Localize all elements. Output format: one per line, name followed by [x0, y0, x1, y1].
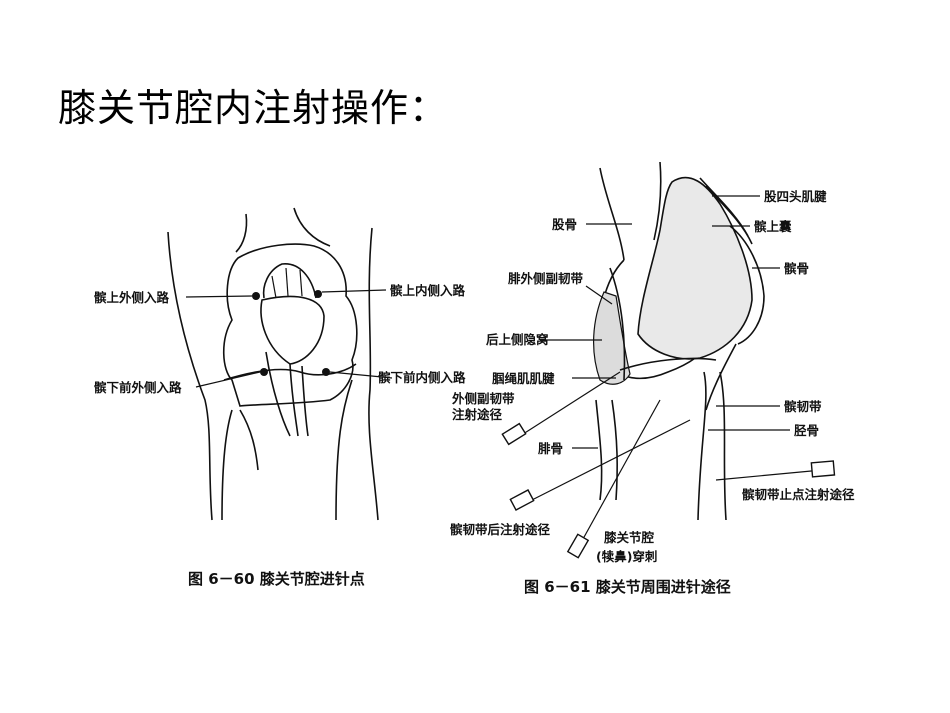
- point-infrapatellar-anteromedial: [322, 368, 330, 376]
- point-suprapatellar-lateral: [252, 292, 260, 300]
- suprapatellar-bursa-shape: [637, 176, 753, 360]
- femur-left: [235, 213, 248, 253]
- fibular-collateral-ligament-shape: [609, 267, 626, 381]
- femur-shaft-lateral: [599, 161, 662, 261]
- label-suprapatellar-bursa: 髌上囊: [754, 219, 792, 234]
- point-suprapatellar-medial: [314, 290, 322, 298]
- needle-lateral-collateral: [501, 371, 621, 446]
- thigh-right-outline: [368, 227, 379, 521]
- leader-infrapatellar-anterolateral: [195, 371, 261, 388]
- fibula-lateral: [595, 399, 618, 501]
- tendon-hatch: [271, 275, 277, 299]
- tibia-lateral: [697, 371, 727, 521]
- label-fibular-collateral: 腓外侧副韧带: [508, 271, 584, 286]
- label-quadriceps-tendon: 股四头肌腱: [764, 189, 827, 204]
- tibia-right: [335, 379, 353, 521]
- label-lateral-collateral-route-2: 注射途径: [452, 407, 503, 422]
- label-patellar-insertion-route: 髌韧带止点注射途径: [742, 487, 855, 502]
- label-infrapatellar-anteromedial: 髌下前内侧入路: [378, 370, 466, 385]
- tibia-tuberosity: [239, 409, 259, 471]
- caption-figure-60: 图 6－60 膝关节腔进针点: [188, 570, 365, 588]
- figure-60-knee-front: 髌上外侧入路 髌上内侧入路 髌下前外侧入路 髌下前内侧入路 图 6－60 膝关节…: [94, 207, 466, 588]
- quadriceps-tendon-lateral: [699, 177, 753, 245]
- quadriceps-tendon-front: [262, 263, 317, 299]
- slide-title: 膝关节腔内注射操作：: [58, 86, 449, 130]
- needle-posterior-patellar: [509, 419, 691, 511]
- label-knee-joint-puncture-1: 膝关节腔: [604, 530, 655, 545]
- caption-figure-61: 图 6－61 膝关节周围进针途径: [524, 578, 731, 596]
- label-knee-joint-puncture-2: (犊鼻)穿刺: [596, 549, 657, 564]
- point-infrapatellar-anterolateral: [260, 368, 268, 376]
- needle-patellar-insertion: [715, 460, 836, 481]
- label-patellar-ligament: 髌韧带: [784, 399, 822, 414]
- label-suprapatellar-medial: 髌上内侧入路: [390, 283, 466, 298]
- label-fibula: 腓骨: [538, 441, 563, 456]
- leader-infrapatellar-anteromedial: [329, 371, 393, 379]
- tendon-hatch: [285, 267, 289, 297]
- femur-right: [293, 207, 331, 247]
- meniscus-line: [619, 357, 717, 371]
- joint-line: [223, 363, 357, 381]
- patella-shape: [260, 295, 325, 365]
- leader-fibular-collateral: [585, 285, 613, 305]
- patellar-ligament-front: [265, 351, 309, 437]
- tibia-left: [221, 409, 233, 521]
- label-lateral-collateral-route-1: 外侧副韧带: [451, 391, 515, 406]
- label-posterior-patellar-route: 髌韧带后注射途径: [450, 522, 551, 537]
- label-infrapatellar-anterolateral: 髌下前外侧入路: [94, 380, 182, 395]
- joint-capsule: [222, 243, 358, 407]
- label-tibia: 胫骨: [794, 423, 819, 438]
- leader-suprapatellar-lateral: [185, 295, 253, 298]
- label-suprapatellar-lateral: 髌上外侧入路: [94, 290, 170, 305]
- tendon-hatch: [299, 269, 303, 297]
- leader-suprapatellar-medial: [321, 289, 387, 293]
- figure-61-knee-lateral: 股四头肌腱 股骨 髌上囊 髌骨 腓外侧副韧带 后上侧隐窝 腘绳肌肌腱 外侧副韧带…: [450, 161, 855, 596]
- label-popliteus: 腘绳肌肌腱: [492, 371, 555, 386]
- patellar-ligament-lateral: [705, 343, 737, 411]
- posterior-recess-shape: [593, 291, 631, 385]
- thigh-left-outline: [167, 231, 213, 521]
- label-posterolateral-recess: 后上侧隐窝: [486, 332, 549, 347]
- label-patella: 髌骨: [784, 261, 809, 276]
- patella-lateral: [729, 225, 765, 345]
- label-femur: 股骨: [552, 217, 577, 232]
- needle-knee-joint-puncture: [566, 399, 661, 559]
